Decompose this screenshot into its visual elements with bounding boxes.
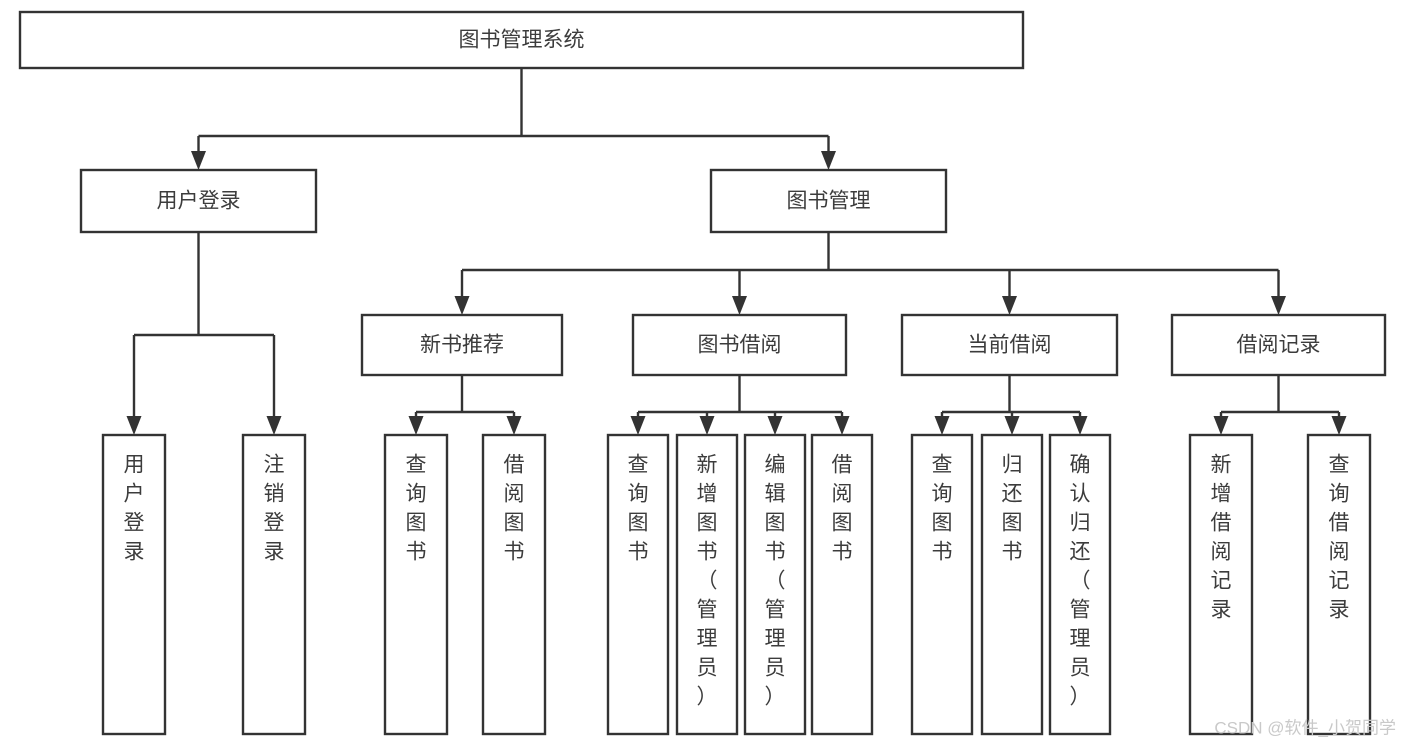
node-user-login[interactable]: 用户登录 bbox=[79, 168, 318, 234]
arrow-head-icon-borrow-book-2 bbox=[834, 416, 850, 435]
node-borrow-book-2[interactable]: 借阅图书 bbox=[810, 433, 874, 736]
node-query-book-1[interactable]: 查询图书 bbox=[383, 433, 449, 736]
node-current-borrow-label: 当前借阅 bbox=[968, 334, 1052, 357]
node-query-book-3-box[interactable] bbox=[910, 433, 974, 736]
node-query-book-3[interactable]: 查询图书 bbox=[910, 433, 974, 736]
node-user-login-do-box[interactable] bbox=[101, 433, 167, 736]
arrow-head-icon-user-logout bbox=[266, 416, 282, 435]
node-add-book-admin[interactable]: 新增图书（管理员） bbox=[675, 433, 739, 736]
node-confirm-return-admin-box[interactable] bbox=[1048, 433, 1112, 736]
arrow-head-icon-return-book bbox=[1004, 416, 1020, 435]
arrow-head-icon-book-management bbox=[821, 151, 836, 170]
node-add-borrow-record-box[interactable] bbox=[1188, 433, 1254, 736]
node-confirm-return-admin-label: 确认归还（管理员） bbox=[1070, 454, 1091, 709]
node-user-login-do[interactable]: 用户登录 bbox=[101, 433, 167, 736]
node-user-logout-box[interactable] bbox=[241, 433, 307, 736]
node-borrow-record-label: 借阅记录 bbox=[1237, 334, 1321, 357]
node-query-book-2-label: 查询图书 bbox=[628, 454, 649, 564]
node-return-book[interactable]: 归还图书 bbox=[980, 433, 1044, 736]
node-user-login-label: 用户登录 bbox=[157, 190, 241, 213]
node-edit-book-admin-box[interactable] bbox=[743, 433, 807, 736]
node-query-borrow-record-label: 查询借阅记录 bbox=[1329, 454, 1350, 622]
node-root-box[interactable] bbox=[18, 10, 1025, 70]
node-root[interactable]: 图书管理系统 bbox=[18, 10, 1025, 70]
arrow-head-icon-query-book-1 bbox=[408, 416, 424, 435]
node-new-book-recommend-label: 新书推荐 bbox=[420, 334, 504, 357]
node-query-book-2[interactable]: 查询图书 bbox=[606, 433, 670, 736]
node-edit-book-admin-label: 编辑图书（管理员） bbox=[765, 454, 786, 709]
node-current-borrow[interactable]: 当前借阅 bbox=[900, 313, 1119, 377]
node-borrow-record-box[interactable] bbox=[1170, 313, 1387, 377]
node-book-management-label: 图书管理 bbox=[787, 190, 871, 213]
arrow-head-icon-current-borrow bbox=[1002, 296, 1017, 315]
node-borrow-book-1-box[interactable] bbox=[481, 433, 547, 736]
node-query-book-2-box[interactable] bbox=[606, 433, 670, 736]
node-add-book-admin-label: 新增图书（管理员） bbox=[697, 454, 718, 709]
node-root-label: 图书管理系统 bbox=[459, 29, 585, 52]
node-book-borrow[interactable]: 图书借阅 bbox=[631, 313, 848, 377]
node-book-management[interactable]: 图书管理 bbox=[709, 168, 948, 234]
arrow-head-icon-borrow-record bbox=[1271, 296, 1286, 315]
node-query-borrow-record[interactable]: 查询借阅记录 bbox=[1306, 433, 1372, 736]
arrow-head-icon-new-book-recommend bbox=[454, 296, 470, 315]
node-query-book-1-label: 查询图书 bbox=[406, 454, 427, 564]
node-borrow-book-1-label: 借阅图书 bbox=[504, 454, 525, 564]
arrow-head-icon-query-book-3 bbox=[934, 416, 950, 435]
node-return-book-label: 归还图书 bbox=[1002, 454, 1023, 564]
node-query-book-3-label: 查询图书 bbox=[932, 454, 953, 564]
node-user-login-box[interactable] bbox=[79, 168, 318, 234]
node-add-borrow-record-label: 新增借阅记录 bbox=[1211, 454, 1232, 622]
node-query-book-1-box[interactable] bbox=[383, 433, 449, 736]
node-new-book-recommend[interactable]: 新书推荐 bbox=[360, 313, 564, 377]
node-borrow-book-2-box[interactable] bbox=[810, 433, 874, 736]
arrow-head-icon-query-book-2 bbox=[630, 416, 646, 435]
node-borrow-record[interactable]: 借阅记录 bbox=[1170, 313, 1387, 377]
arrow-head-icon-book-borrow bbox=[732, 296, 747, 315]
node-user-login-do-label: 用户登录 bbox=[124, 454, 145, 564]
arrow-head-icon-query-borrow-record bbox=[1331, 416, 1347, 435]
node-edit-book-admin[interactable]: 编辑图书（管理员） bbox=[743, 433, 807, 736]
node-book-management-box[interactable] bbox=[709, 168, 948, 234]
arrow-head-icon-borrow-book-1 bbox=[506, 416, 522, 435]
node-borrow-book-2-label: 借阅图书 bbox=[832, 454, 853, 564]
node-add-borrow-record[interactable]: 新增借阅记录 bbox=[1188, 433, 1254, 736]
node-confirm-return-admin[interactable]: 确认归还（管理员） bbox=[1048, 433, 1112, 736]
node-user-logout[interactable]: 注销登录 bbox=[241, 433, 307, 736]
node-user-logout-label: 注销登录 bbox=[264, 454, 285, 564]
arrow-head-icon-user-login bbox=[191, 151, 206, 170]
csdn-watermark: CSDN @软件_小贺同学 bbox=[1214, 718, 1396, 737]
node-new-book-recommend-box[interactable] bbox=[360, 313, 564, 377]
arrow-head-icon-edit-book-admin bbox=[767, 416, 783, 435]
arrow-head-icon-user-login-do bbox=[126, 416, 142, 435]
arrow-head-icon-add-book-admin bbox=[699, 416, 715, 435]
node-add-book-admin-box[interactable] bbox=[675, 433, 739, 736]
node-borrow-book-1[interactable]: 借阅图书 bbox=[481, 433, 547, 736]
node-book-borrow-label: 图书借阅 bbox=[698, 334, 782, 357]
node-return-book-box[interactable] bbox=[980, 433, 1044, 736]
node-current-borrow-box[interactable] bbox=[900, 313, 1119, 377]
arrow-head-icon-confirm-return-admin bbox=[1072, 416, 1088, 435]
arrow-head-icon-add-borrow-record bbox=[1213, 416, 1229, 435]
node-query-borrow-record-box[interactable] bbox=[1306, 433, 1372, 736]
